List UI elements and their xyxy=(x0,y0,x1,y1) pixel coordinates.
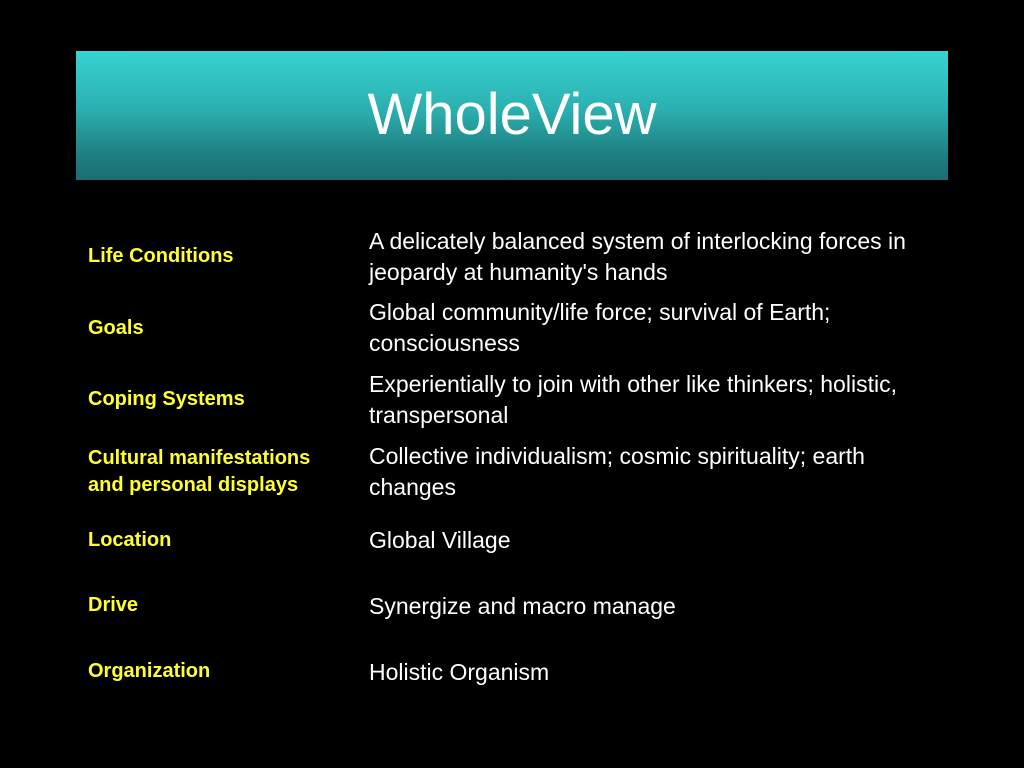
row-label-coping-systems: Coping Systems xyxy=(88,388,245,410)
row-value-organization: Holistic Organism xyxy=(369,659,550,685)
row-label-organization: Organization xyxy=(88,660,211,682)
row-value-drive: Synergize and macro manage xyxy=(369,593,676,619)
row-value-cultural-manifestations: Collective individualism; cosmic spiritu… xyxy=(369,443,865,500)
row-label-cultural-manifestations: Cultural manifestations and personal dis… xyxy=(88,447,311,496)
row-value-goals: Global community/life force; survival of… xyxy=(369,299,831,356)
row-label-drive: Drive xyxy=(88,594,139,616)
slide-title: WholeView xyxy=(367,81,657,147)
title-banner: WholeView xyxy=(76,51,948,180)
row-value-life-conditions: A delicately balanced system of interloc… xyxy=(369,228,906,285)
row-label-goals: Goals xyxy=(88,317,144,339)
row-label-life-conditions: Life Conditions xyxy=(88,245,234,267)
row-label-location: Location xyxy=(88,529,172,551)
row-value-coping-systems: Experientially to join with other like t… xyxy=(369,371,897,428)
row-value-location: Global Village xyxy=(369,527,511,553)
